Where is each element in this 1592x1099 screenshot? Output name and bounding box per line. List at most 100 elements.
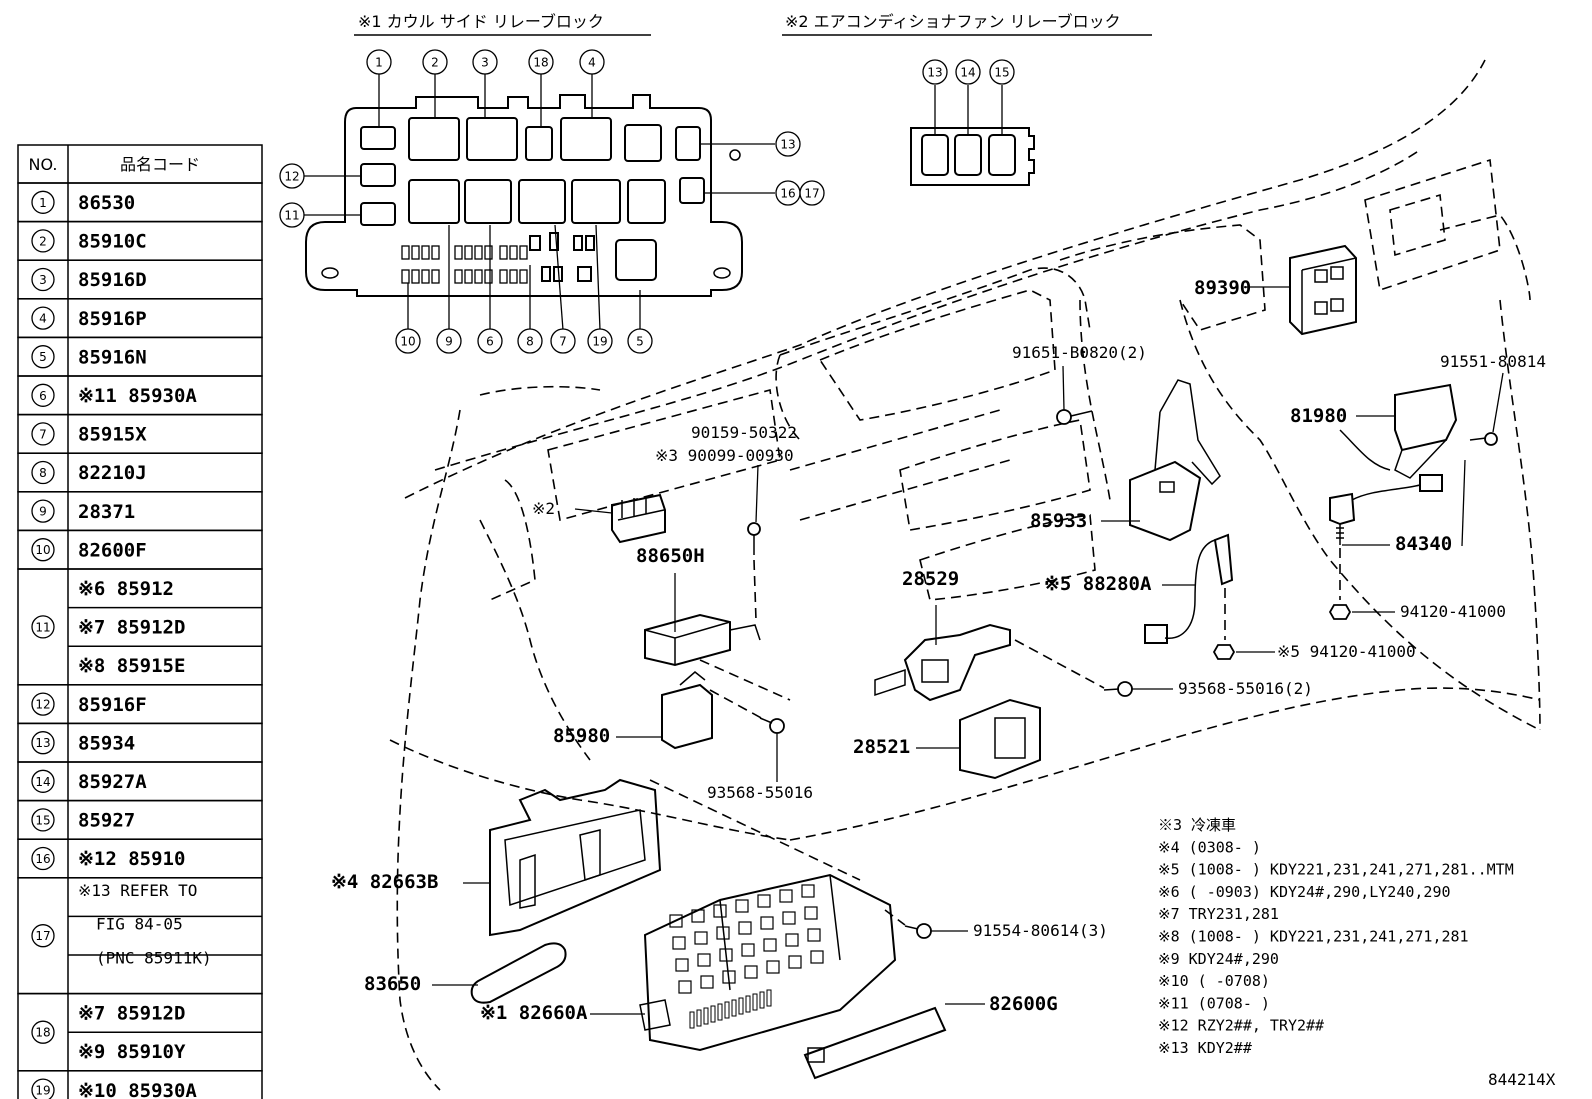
row-number: 15 [35, 813, 50, 827]
row-code: ※10 85930A [78, 1080, 197, 1099]
callout-number: 8 [526, 335, 534, 349]
label-94120-a: 94120-41000 [1400, 602, 1506, 621]
row-number-circle [31, 692, 55, 716]
callout-circle [528, 49, 554, 75]
callout-number: 4 [588, 56, 596, 70]
callout-circle [579, 49, 605, 75]
label-91554: 91554-80614(3) [973, 921, 1108, 940]
row-number-circle [31, 808, 55, 832]
row-number: 17 [35, 929, 50, 943]
row-code: ※8 85915E [78, 655, 185, 677]
row-code: ※11 85930A [78, 385, 197, 407]
label-28529: 28529 [902, 568, 959, 590]
callout-number: 3 [481, 56, 489, 70]
part-85933-bracket [1101, 379, 1221, 542]
part-85980-relay [616, 671, 766, 750]
callout-number: 14 [960, 66, 975, 80]
row-number-circle [31, 731, 55, 755]
part-81980-bracket [1339, 383, 1458, 479]
row-number-circle [31, 924, 55, 948]
row-number-circle [31, 383, 55, 407]
table-row: 15 85927 [17, 799, 263, 840]
row-number-circle [31, 499, 55, 523]
footnote-item: ※4 (0308- ) [1158, 838, 1261, 856]
row-code: 85927 [78, 810, 135, 832]
table-header-code: 品名コード [120, 155, 200, 174]
row-number-circle [31, 1020, 55, 1044]
row-number: 9 [39, 505, 47, 519]
callout-circle [422, 49, 448, 75]
label-94120-b: ※5 94120-41000 [1277, 642, 1416, 661]
row-code: 85916N [78, 346, 147, 368]
row-code: 28371 [78, 501, 135, 523]
bolt-91651 [1056, 365, 1093, 425]
row-number: 14 [35, 775, 50, 789]
callout-number: 9 [445, 335, 453, 349]
row-number: 10 [35, 543, 50, 557]
label-93568-b: 93568-55016 [707, 783, 813, 802]
row-number-circle [31, 1078, 55, 1099]
label-84340: 84340 [1395, 533, 1452, 555]
footnote-item: ※11 (0708- ) [1158, 994, 1270, 1012]
bolt-91551 [1469, 372, 1504, 446]
row-code: ※6 85912 [78, 578, 174, 600]
part-89390-relay [1244, 244, 1357, 336]
row-code: 85916D [78, 269, 147, 291]
bolt-90159 [747, 464, 761, 621]
callout-number: 16 [780, 187, 795, 201]
label-91551: 91551-80814 [1440, 352, 1546, 371]
label-90159: 90159-50322 [691, 423, 797, 442]
footnote-item: ※3 冷凍車 [1158, 816, 1236, 834]
row-number: 3 [39, 273, 47, 287]
row-code: ※9 85910Y [78, 1041, 186, 1063]
callout-number: 2 [431, 56, 439, 70]
row-number: 13 [35, 736, 50, 750]
callout-circle [472, 49, 498, 75]
row-number: 6 [39, 389, 47, 403]
row-code: 85910C [78, 231, 147, 253]
row-code: 82600F [78, 539, 147, 561]
callout-circle [587, 328, 613, 354]
callout-circle [550, 328, 576, 354]
footnote-item: ※7 TRY231,281 [1158, 905, 1279, 923]
callout-number: 10 [400, 335, 415, 349]
footnote-item: ※12 RZY2##, TRY2## [1158, 1017, 1324, 1035]
row-code: 85916P [78, 308, 147, 330]
callout-number: 17 [804, 187, 819, 201]
header-cowl-relay-block: ※1 カウル サイド リレーブロック [358, 12, 604, 31]
table-row: 6 ※11 85930A [17, 375, 263, 416]
label-82660a: ※1 82660A [480, 1002, 588, 1024]
footnote-item: ※9 KDY24#,290 [1158, 950, 1279, 968]
row-code: 85916F [78, 694, 147, 716]
label-83650: 83650 [364, 973, 421, 995]
row-code: 82210J [78, 462, 147, 484]
row-code: 85915X [78, 424, 147, 446]
figure-id: 844214X [1488, 1070, 1556, 1089]
part-83650-fuse-puller [432, 942, 567, 1004]
row-number-circle [31, 306, 55, 330]
part-28521-ecu [916, 698, 1041, 780]
table-row: 11※6 85912※7 85912D※8 85915E [17, 568, 263, 686]
row-code: ※7 85912D [78, 617, 185, 639]
table-row: 9 28371 [17, 491, 263, 532]
callout-number: 5 [636, 335, 644, 349]
row-number-circle [31, 345, 55, 369]
row-number-circle [31, 190, 55, 214]
callout-circle [366, 49, 392, 75]
part-28529-bracket [874, 605, 1011, 702]
label-85933: 85933 [1030, 510, 1087, 532]
callout-number: 7 [559, 335, 567, 349]
label-28521: 28521 [853, 736, 910, 758]
row-code: FIG 84-05 [96, 915, 183, 934]
callout-circle [799, 180, 825, 206]
part-ac-fan-relay-block [574, 493, 666, 544]
callout-number: 13 [780, 138, 795, 152]
